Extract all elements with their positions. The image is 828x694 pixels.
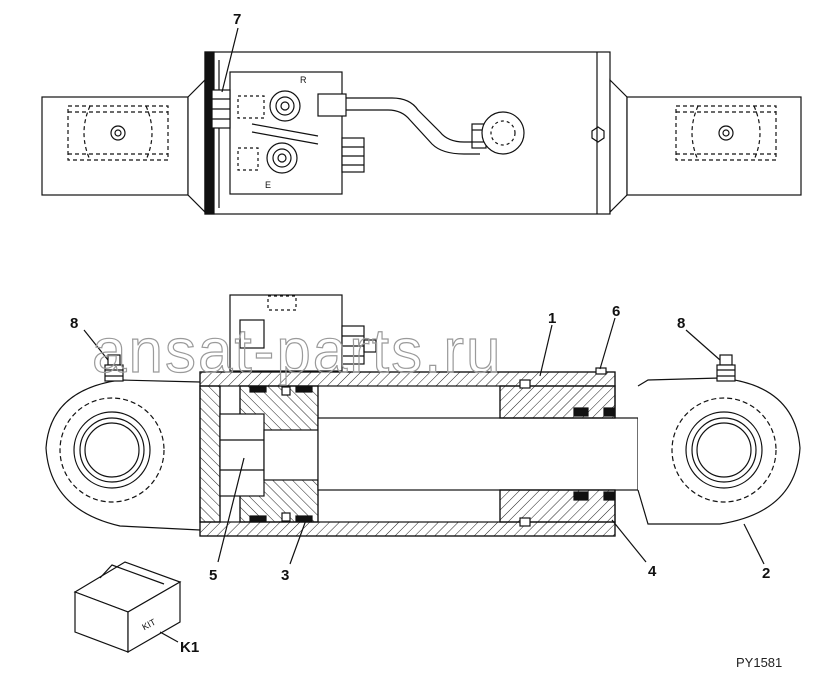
- callout-1: 1: [548, 310, 556, 327]
- section-valve-block: [229, 294, 377, 372]
- callout-4: 4: [648, 563, 657, 580]
- kit-box: KIT: [73, 561, 182, 654]
- section-view: [45, 294, 801, 537]
- callout-8-left: 8: [70, 315, 78, 332]
- callout-k1: K1: [180, 639, 199, 656]
- top-view: R E: [41, 51, 802, 215]
- callout-2: 2: [762, 565, 770, 582]
- top-left-clevis: [41, 78, 206, 214]
- hex-fitting-icon: [341, 137, 365, 173]
- port-e-label: E: [265, 180, 271, 190]
- callouts: 7 8 1 6 8 5 3 4 2 K1: [70, 11, 770, 656]
- callout-3: 3: [281, 567, 289, 584]
- callout-8-right: 8: [677, 315, 685, 332]
- left-rod-eye: [45, 354, 201, 531]
- leader-lines: [83, 27, 765, 643]
- top-right-clevis: [609, 78, 802, 214]
- callout-6: 6: [612, 303, 620, 320]
- banjo-fitting-icon: [481, 111, 525, 155]
- port-r-icon: [269, 90, 301, 122]
- figure-reference: PY1581: [736, 655, 783, 670]
- right-rod-eye: [637, 354, 801, 525]
- port-e-icon: [266, 142, 298, 174]
- grease-fitting-icon: [718, 125, 734, 141]
- top-valve-block: R E: [211, 71, 365, 195]
- grease-fitting-8-icon: [104, 364, 124, 382]
- hex-plug-icon: [591, 126, 605, 143]
- watermark: ansat-parts.ru: [92, 317, 503, 386]
- callout-7: 7: [233, 11, 241, 28]
- callout-5: 5: [209, 567, 217, 584]
- barrel-section: [199, 367, 639, 537]
- grease-fitting-icon: [110, 125, 126, 141]
- port-r-label: R: [300, 75, 307, 85]
- top-hydraulic-tube: [346, 97, 525, 155]
- grease-fitting-8-icon: [716, 364, 736, 382]
